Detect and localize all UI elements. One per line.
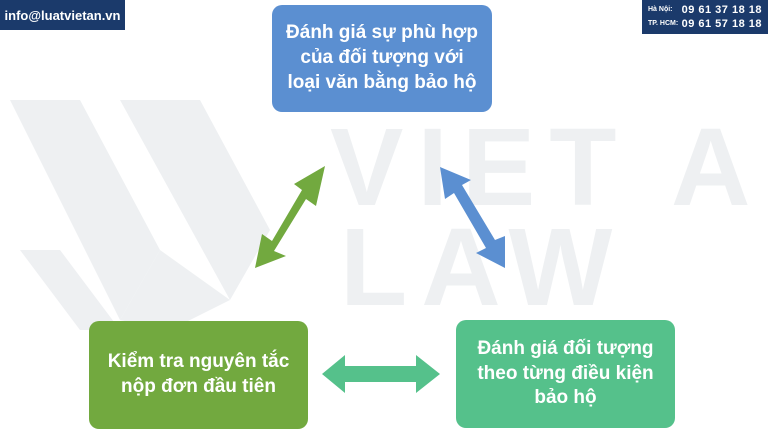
box-evaluate-conditions: Đánh giá đối tượng theo từng điều kiện b… [456,320,675,428]
box-evaluate-suitability-text: Đánh giá sự phù hợp của đối tượng với lo… [286,22,478,93]
box-first-to-file-text: Kiểm tra nguyên tắc nộp đơn đầu tiên [107,351,290,397]
phone-number-hcm[interactable]: 09 61 57 18 18 [681,18,762,30]
watermark-logo-icon [10,100,270,330]
box-evaluate-conditions-text: Đánh giá đối tượng theo từng điều kiện b… [477,337,654,409]
phone-label-hanoi: Hà Nội: [648,6,673,13]
email-text[interactable]: info@luatvietan.vn [4,7,121,23]
phone-row-hanoi: Hà Nội: 09 61 37 18 18 [648,3,762,17]
phone-badge: Hà Nội: 09 61 37 18 18 TP. HCM: 09 61 57… [642,0,768,34]
arrow-top-right [440,167,505,268]
arrow-top-left [255,166,325,268]
box-evaluate-suitability: Đánh giá sự phù hợp của đối tượng với lo… [272,5,492,112]
watermark-text-line1: VIET AN [330,106,768,229]
phone-label-hcm: TP. HCM: [648,20,679,27]
phone-row-hcm: TP. HCM: 09 61 57 18 18 [648,17,762,31]
email-badge[interactable]: info@luatvietan.vn [0,0,125,30]
box-first-to-file: Kiểm tra nguyên tắc nộp đơn đầu tiên [89,321,308,429]
phone-number-hanoi[interactable]: 09 61 37 18 18 [681,4,762,16]
arrow-bottom [322,355,440,393]
